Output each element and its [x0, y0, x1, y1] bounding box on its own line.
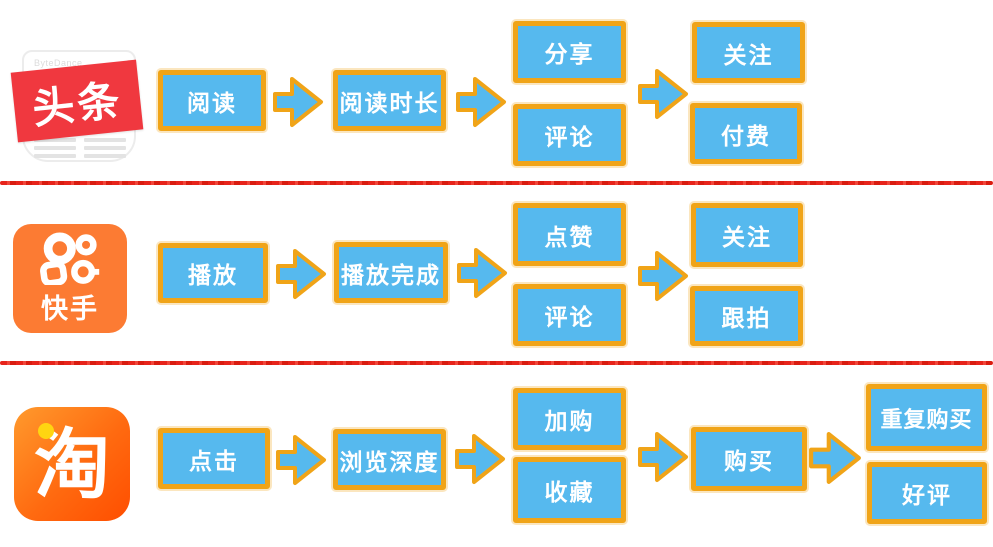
stage-box-comment: 评论 [513, 104, 626, 166]
stage-box-like: 点赞 [513, 203, 626, 266]
stage-box-comment: 评论 [513, 284, 626, 346]
newspaper-lines [84, 138, 126, 162]
right-arrow-icon [637, 248, 689, 304]
stage-box-good-review: 好评 [867, 462, 987, 524]
taobao-logo: 淘 [14, 407, 130, 521]
stage-box-favorite: 收藏 [513, 457, 626, 523]
stage-box-play: 播放 [158, 243, 268, 303]
stage-box-pay: 付费 [690, 103, 802, 164]
right-arrow-icon [455, 74, 507, 130]
kuaishou-logo: 快手 [13, 224, 127, 333]
stage-box-purchase: 购买 [691, 427, 807, 491]
stage-box-read-duration: 阅读时长 [333, 70, 446, 131]
stage-box-click: 点击 [158, 428, 270, 489]
stage-box-play-complete: 播放完成 [334, 242, 448, 303]
bytedance-brand-text: ByteDance [34, 58, 83, 68]
taobao-square-background: 淘 [14, 407, 130, 521]
stage-box-duet: 跟拍 [690, 286, 803, 346]
newspaper-lines [34, 138, 76, 162]
right-arrow-icon [275, 246, 327, 302]
right-arrow-icon [275, 432, 327, 488]
kuaishou-camera-icon [40, 232, 100, 285]
stage-box-follow: 关注 [691, 203, 803, 267]
stage-box-browse-depth: 浏览深度 [333, 429, 446, 490]
right-arrow-icon [456, 245, 508, 301]
stage-box-add-to-cart: 加购 [513, 388, 626, 450]
toutiao-wordmark: 头条 [10, 59, 144, 143]
stage-box-read: 阅读 [158, 70, 266, 131]
taobao-yellow-dot [38, 423, 54, 439]
red-divider-line [0, 361, 993, 365]
right-arrow-icon [454, 431, 506, 487]
red-divider-line [0, 181, 993, 185]
kuaishou-square-background: 快手 [13, 224, 127, 333]
right-arrow-icon [808, 427, 862, 489]
right-arrow-icon [637, 429, 689, 485]
toutiao-logo: ByteDance 头条 [8, 16, 144, 166]
taobao-wordmark: 淘 [34, 423, 110, 508]
stage-box-follow: 关注 [692, 22, 805, 83]
right-arrow-icon [272, 74, 324, 130]
stage-box-repeat-purchase: 重复购买 [866, 384, 987, 451]
right-arrow-icon [637, 66, 689, 122]
stage-box-share: 分享 [513, 21, 626, 83]
kuaishou-wordmark: 快手 [41, 294, 99, 324]
